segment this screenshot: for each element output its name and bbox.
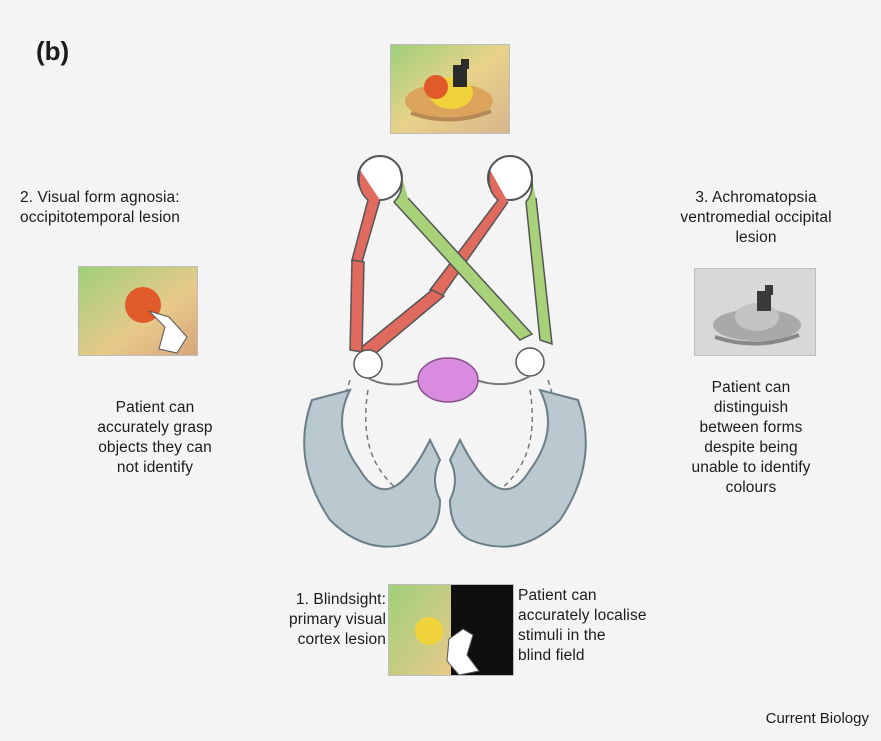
credit-label: Current Biology (766, 710, 869, 727)
blindsight-title-line1: 1. Blindsight: (236, 590, 386, 610)
achromatopsia-title-line2: ventromedial occipital (638, 208, 874, 228)
blindsight-desc-line1: Patient can (518, 586, 718, 606)
blindsight-title-line2: primary visual (236, 610, 386, 630)
agnosia-title: 2. Visual form agnosia: occipitotemporal… (20, 188, 270, 228)
chiasm-blob (418, 358, 478, 402)
left-occipital-cortex (304, 390, 440, 547)
achromatopsia-title-line1: 3. Achromatopsia (638, 188, 874, 208)
achromatopsia-desc-line3: between forms (656, 418, 846, 438)
blindsight-desc-line2: accurately localise (518, 606, 718, 626)
blindsight-title: 1. Blindsight: primary visual cortex les… (236, 590, 386, 650)
agnosia-description: Patient can accurately grasp objects the… (60, 398, 250, 478)
stimulus-photo-color (390, 44, 510, 134)
achromatopsia-description: Patient can distinguish between forms de… (656, 378, 846, 498)
achromatopsia-desc-line2: distinguish (656, 398, 846, 418)
achromatopsia-desc-line1: Patient can (656, 378, 846, 398)
agnosia-title-line2: occipitotemporal lesion (20, 208, 270, 228)
right-lgn (516, 348, 544, 376)
achromatopsia-title: 3. Achromatopsia ventromedial occipital … (638, 188, 874, 248)
blindsight-photo (388, 584, 514, 676)
left-lgn (354, 350, 382, 378)
achromatopsia-photo (694, 268, 816, 356)
blindsight-title-line3: cortex lesion (236, 630, 386, 650)
blindsight-description: Patient can accurately localise stimuli … (518, 586, 718, 666)
achromatopsia-title-line3: lesion (638, 228, 874, 248)
blindsight-desc-line4: blind field (518, 646, 718, 666)
achromatopsia-desc-line4: despite being (656, 438, 846, 458)
right-occipital-cortex (450, 390, 586, 547)
agnosia-desc-line2: accurately grasp (60, 418, 250, 438)
achromatopsia-desc-line5: unable to identify (656, 458, 846, 478)
agnosia-desc-line4: not identify (60, 458, 250, 478)
agnosia-desc-line3: objects they can (60, 438, 250, 458)
achromatopsia-desc-line6: colours (656, 478, 846, 498)
agnosia-title-line1: 2. Visual form agnosia: (20, 188, 270, 208)
blindsight-desc-line3: stimuli in the (518, 626, 718, 646)
visual-pathway-diagram (290, 140, 600, 570)
panel-label: (b) (36, 36, 69, 67)
agnosia-photo (78, 266, 198, 356)
agnosia-desc-line1: Patient can (60, 398, 250, 418)
